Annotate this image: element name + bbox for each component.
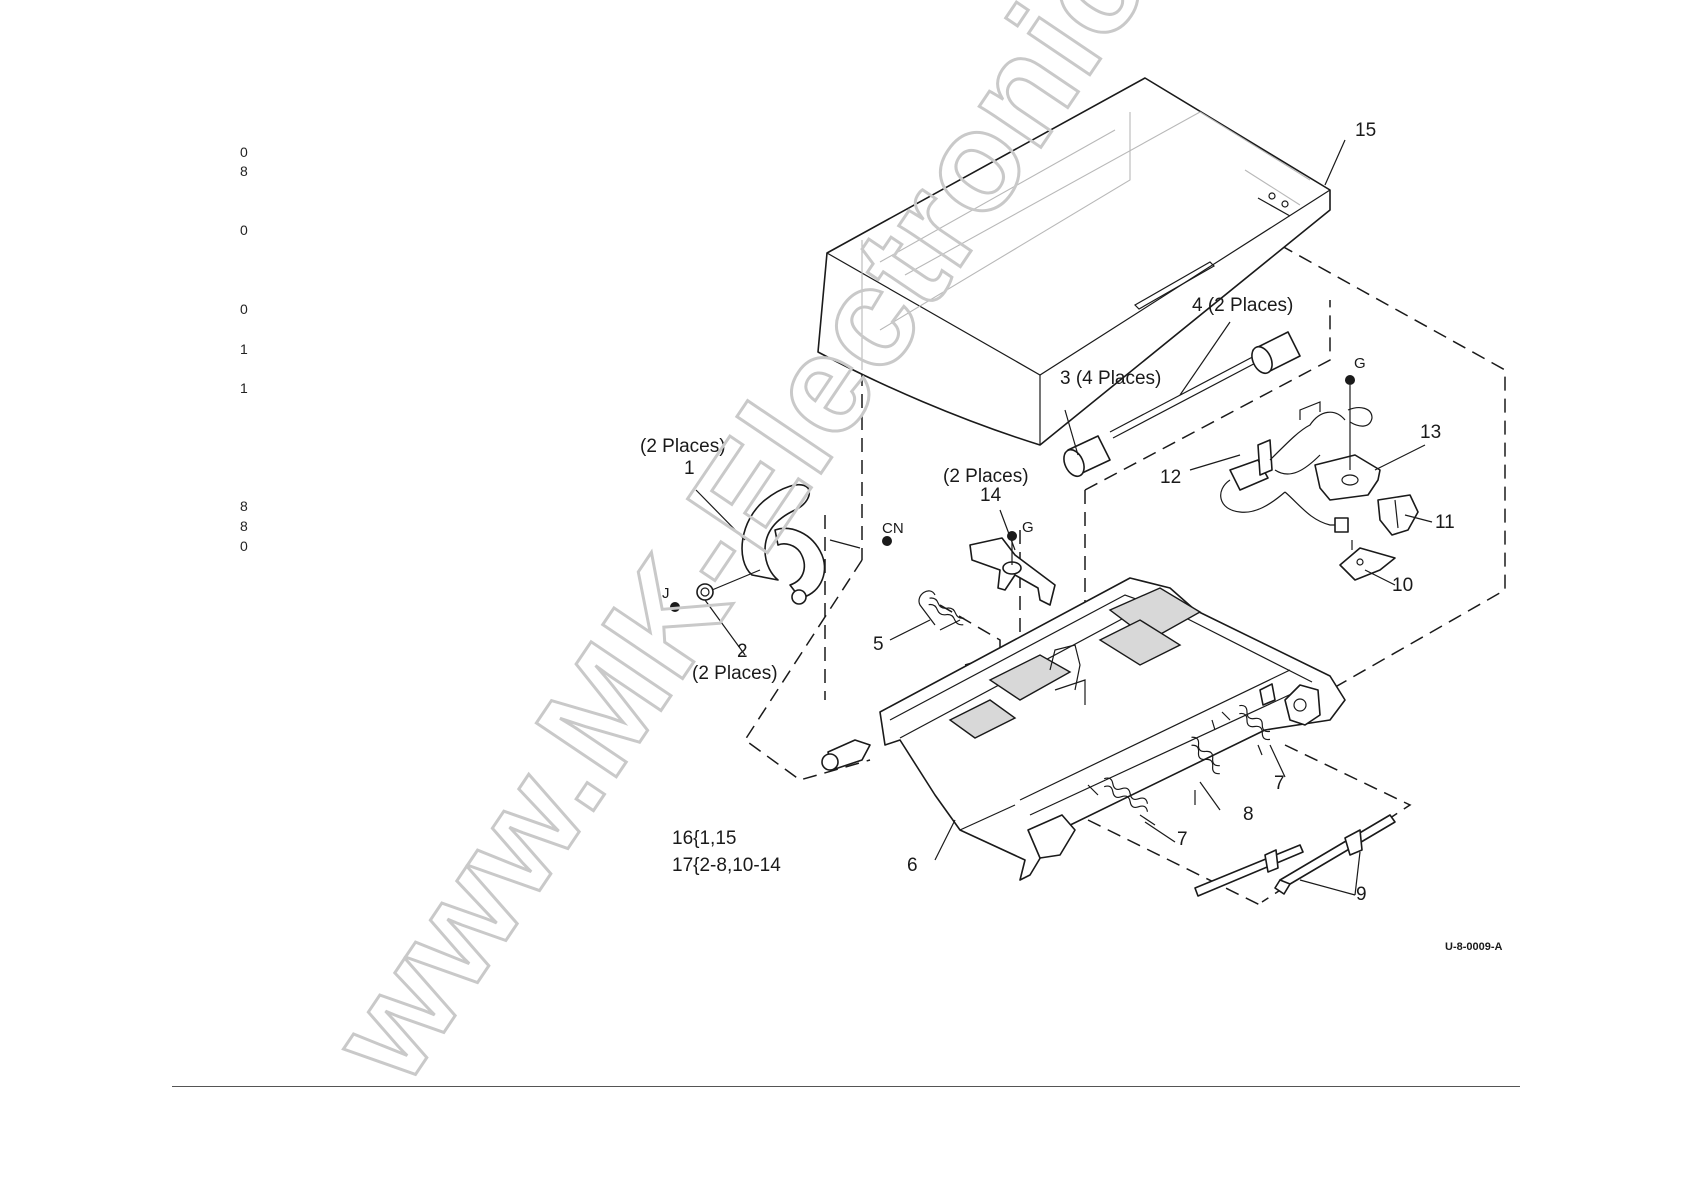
part-11-sensor	[1378, 495, 1418, 535]
callout-12: 12	[1160, 467, 1181, 488]
part-13-bracket	[1315, 375, 1380, 500]
fastener-cn-label: CN	[882, 520, 904, 537]
callout-9: 9	[1356, 884, 1367, 905]
callout-13: 13	[1420, 422, 1441, 443]
callout-7-lower: 7	[1177, 829, 1188, 850]
callout-15: 15	[1355, 120, 1376, 141]
callout-8: 8	[1243, 804, 1254, 825]
kit-17-label: 17{2-8,10-14	[672, 855, 781, 876]
callout-14-note: (2 Places)	[943, 466, 1029, 487]
part-10-plate	[1340, 540, 1395, 580]
footer-divider	[172, 1086, 1520, 1087]
part-6-main-frame	[822, 578, 1345, 880]
fastener-g-label: G	[1022, 519, 1034, 536]
fastener-g2-dot	[1345, 375, 1355, 385]
callout-5: 5	[873, 634, 884, 655]
callout-7-upper: 7	[1274, 773, 1285, 794]
callout-6: 6	[907, 855, 918, 876]
fastener-cn	[830, 536, 892, 548]
callout-4: 4 (2 Places)	[1192, 295, 1293, 316]
figure-reference: U-8-0009-A	[1445, 941, 1503, 953]
callout-10: 10	[1392, 575, 1413, 596]
kit-16-label: 16{1,15	[672, 828, 736, 849]
callout-14: 14	[980, 485, 1002, 506]
callout-11: 11	[1435, 512, 1455, 533]
callout-3: 3 (4 Places)	[1060, 368, 1161, 389]
fastener-g2-label: G	[1354, 355, 1366, 372]
part-5-spring	[919, 591, 965, 630]
